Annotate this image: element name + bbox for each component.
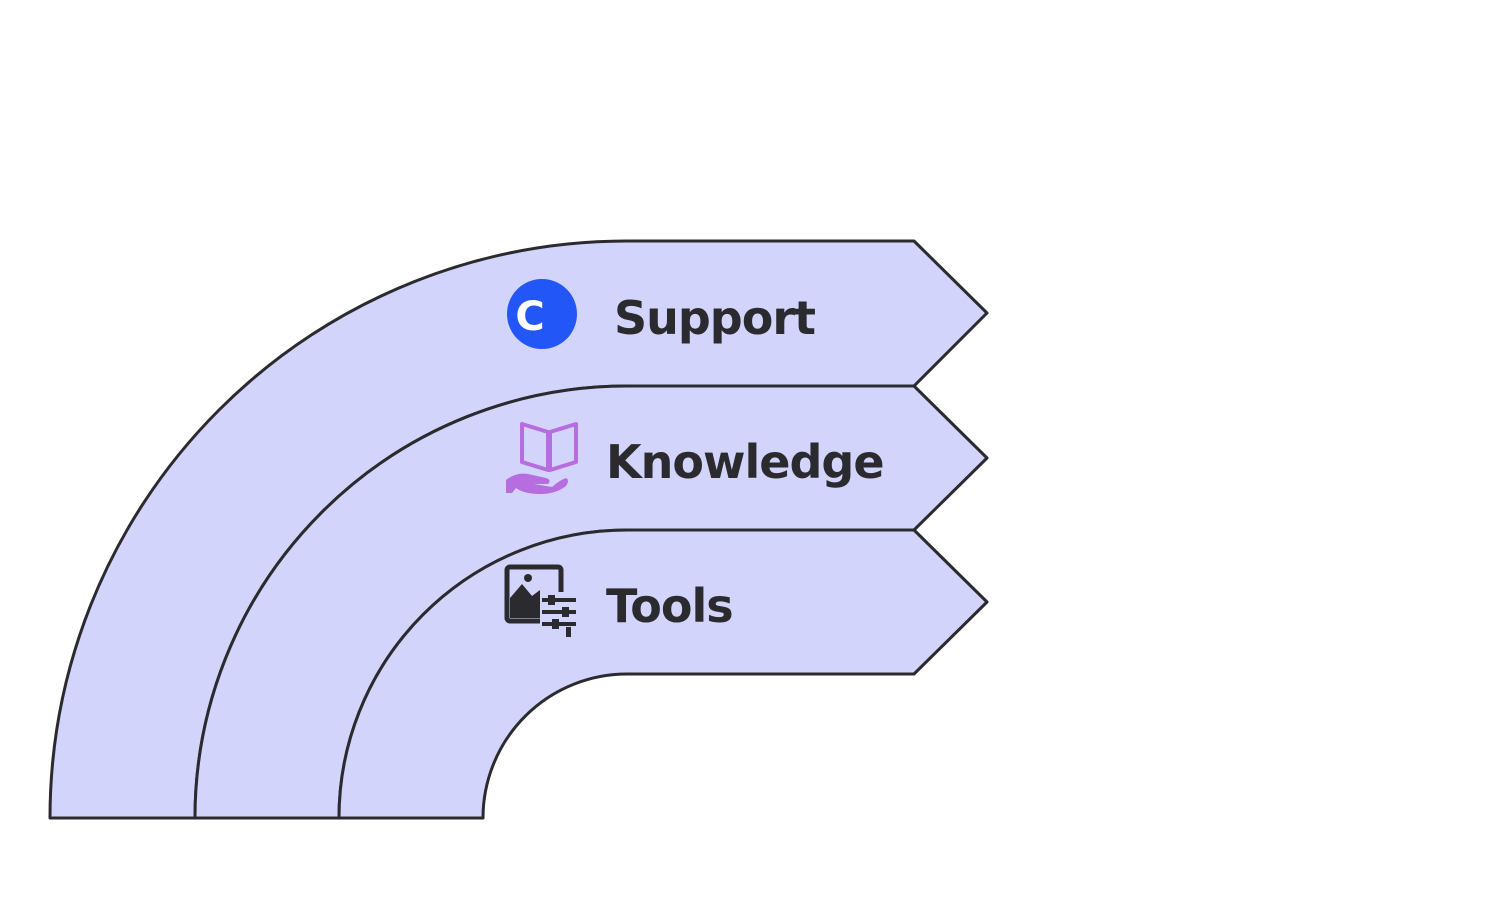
band-tools: Tools xyxy=(337,528,989,820)
band-label-support: Support xyxy=(614,291,815,345)
image-with-sliders-icon xyxy=(504,564,576,637)
book-in-hand-icon xyxy=(506,422,578,494)
band-knowledge: Knowledge xyxy=(193,384,989,820)
support-c-badge-icon: C xyxy=(507,279,577,349)
band-tools-shape xyxy=(337,528,989,820)
support-icon-glyph: C xyxy=(515,294,544,340)
band-label-tools: Tools xyxy=(606,579,733,633)
band-label-knowledge: Knowledge xyxy=(606,435,884,489)
